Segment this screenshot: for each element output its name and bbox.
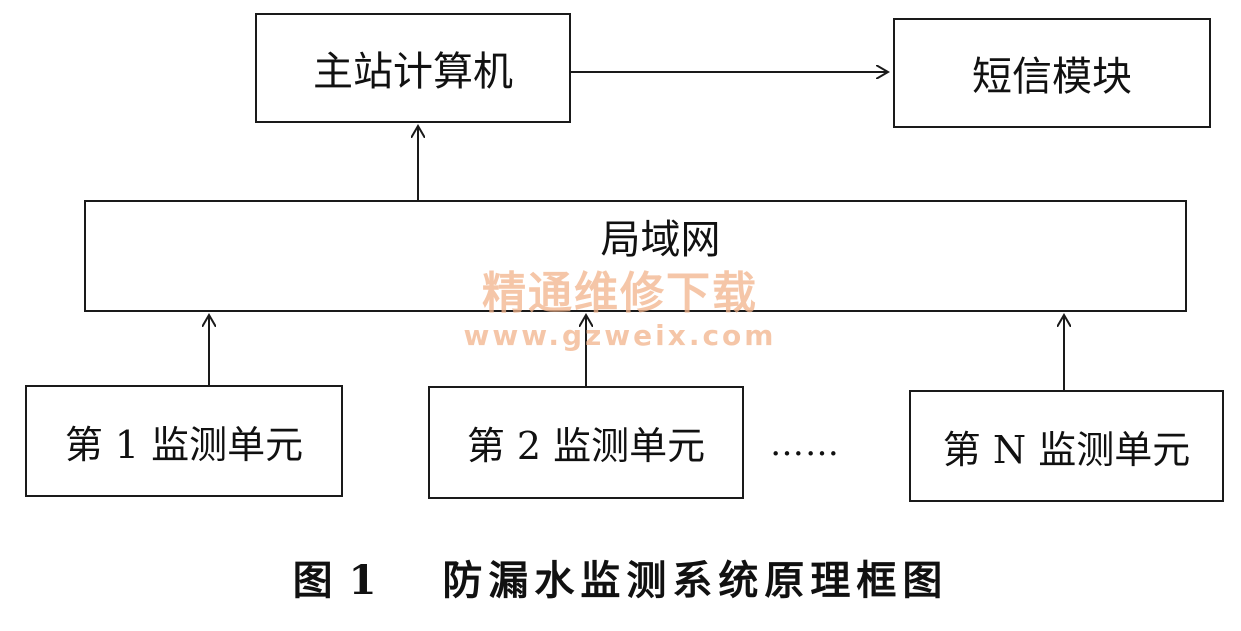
master-computer-label: 主站计算机 <box>313 49 513 95</box>
lan-label: 局域网 <box>600 217 721 263</box>
ellipsis: …… <box>770 424 840 464</box>
caption-title: 防漏水监测系统原理框图 <box>442 557 949 604</box>
master-computer-box: 主站计算机 <box>255 13 571 123</box>
monitor-unit-n-box: 第 N 监测单元 <box>909 390 1224 502</box>
lan-box: 局域网 <box>84 200 1187 312</box>
caption-label: 图 <box>292 557 339 604</box>
sms-module-label: 短信模块 <box>972 54 1132 100</box>
monitor-unit-2-label: 第 2 监测单元 <box>466 424 706 468</box>
caption-number: 1 <box>348 557 383 604</box>
monitor-unit-2-box: 第 2 监测单元 <box>428 386 744 499</box>
sms-module-box: 短信模块 <box>893 18 1211 128</box>
monitor-unit-1-label: 第 1 监测单元 <box>64 422 304 467</box>
monitor-unit-1-box: 第 1 监测单元 <box>25 385 343 497</box>
monitor-unit-n-label: 第 N 监测单元 <box>942 427 1191 472</box>
